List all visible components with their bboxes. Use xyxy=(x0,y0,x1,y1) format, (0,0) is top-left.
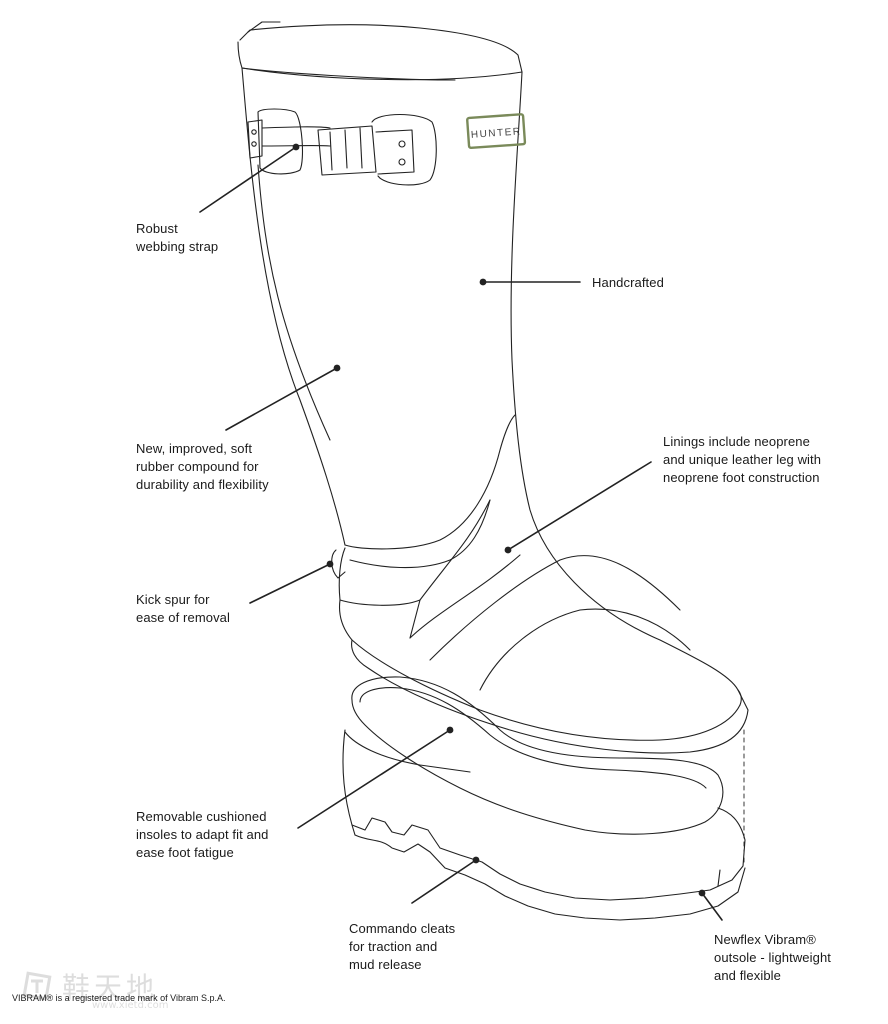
brand-badge-text: HUNTER xyxy=(471,126,522,141)
callout-kick-spur: Kick spur for ease of removal xyxy=(136,591,230,627)
leader-rubber-dot xyxy=(334,365,341,372)
leader-linings-dot xyxy=(505,547,512,554)
leader-strap-dot xyxy=(293,144,300,151)
callout-insoles: Removable cushioned insoles to adapt fit… xyxy=(136,808,269,862)
callout-outsole: Newflex Vibram® outsole - lightweight an… xyxy=(714,931,831,985)
leader-outsole-dot xyxy=(699,890,706,897)
leader-handcrafted-dot xyxy=(480,279,487,286)
insole-part xyxy=(352,677,723,834)
callout-handcrafted: Handcrafted xyxy=(592,274,664,292)
leader-insoles-dot xyxy=(447,727,454,734)
callout-strap: Robust webbing strap xyxy=(136,220,218,256)
leader-rubber xyxy=(226,368,337,430)
callout-linings: Linings include neoprene and unique leat… xyxy=(663,433,821,487)
callout-rubber-compound: New, improved, soft rubber compound for … xyxy=(136,440,269,494)
outsole-part xyxy=(343,730,745,920)
leader-cleats-dot xyxy=(473,857,480,864)
leader-lines xyxy=(200,144,722,920)
leader-outsole xyxy=(702,893,722,920)
leader-kick xyxy=(250,564,330,603)
leader-insoles xyxy=(298,730,450,828)
strap-assembly xyxy=(248,109,436,185)
leader-kick-dot xyxy=(327,561,334,568)
trademark-footnote: VIBRAM® is a registered trade mark of Vi… xyxy=(12,993,226,1003)
callout-cleats: Commando cleats for traction and mud rel… xyxy=(349,920,455,974)
leader-strap xyxy=(200,147,296,212)
hunter-badge: HUNTER xyxy=(467,114,525,148)
